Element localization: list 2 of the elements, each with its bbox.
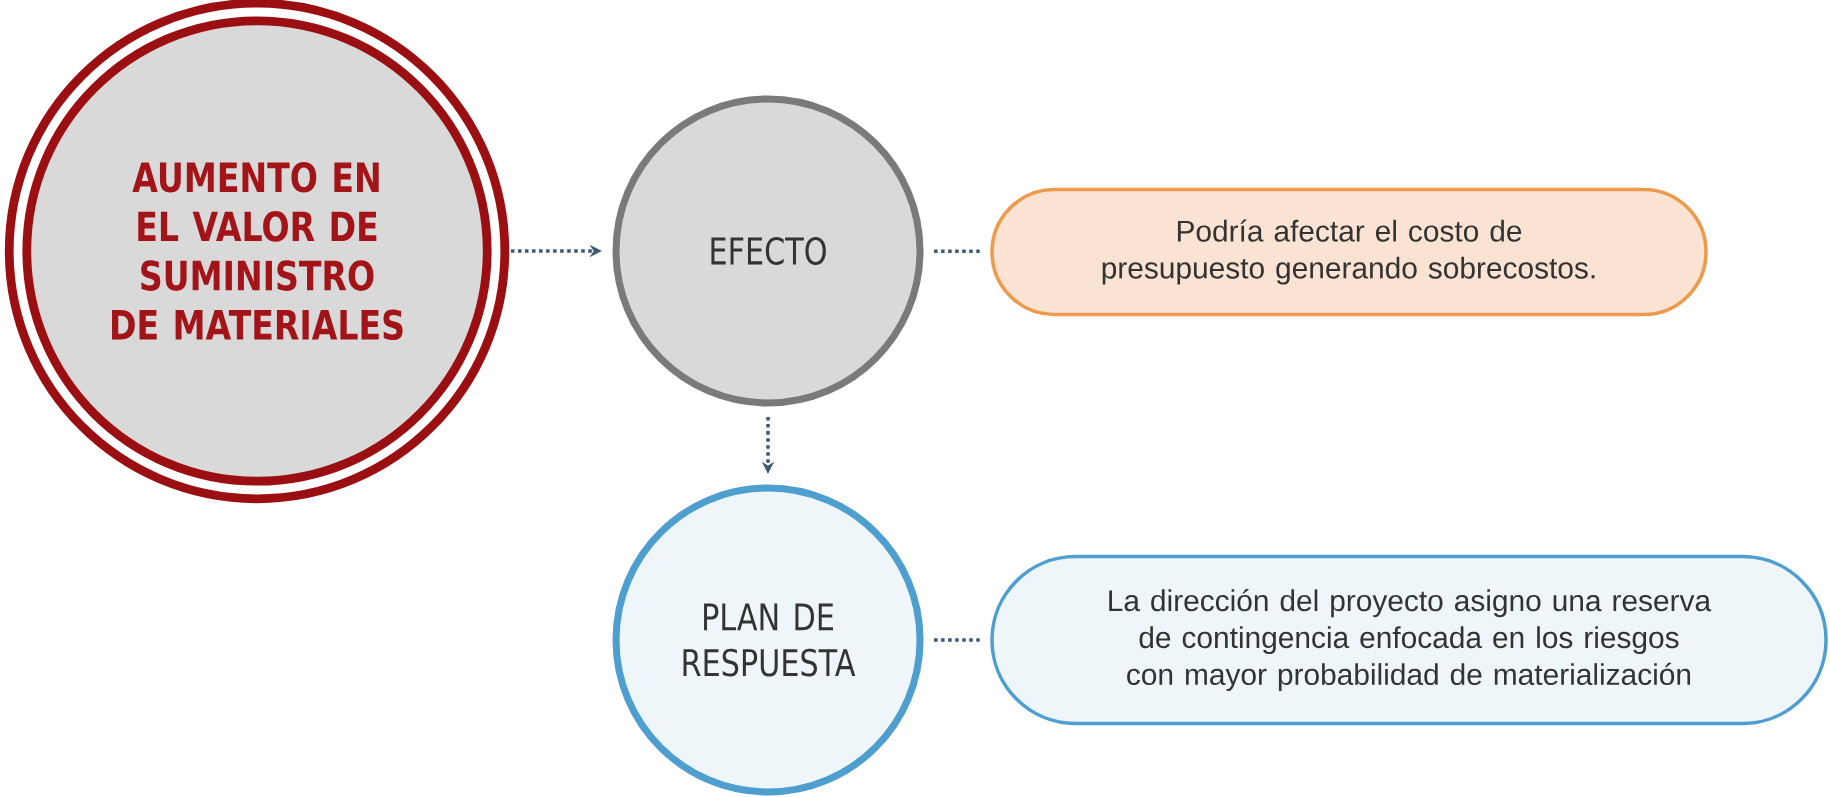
description-box: La dirección del proyecto asigno una reserva de contingencia enfocada en los riesgos con mayor probabilidad de materialización (990, 554, 1828, 726)
description-box: Podría afectar el costo de presupuesto generando sobrecostos. (990, 187, 1708, 317)
